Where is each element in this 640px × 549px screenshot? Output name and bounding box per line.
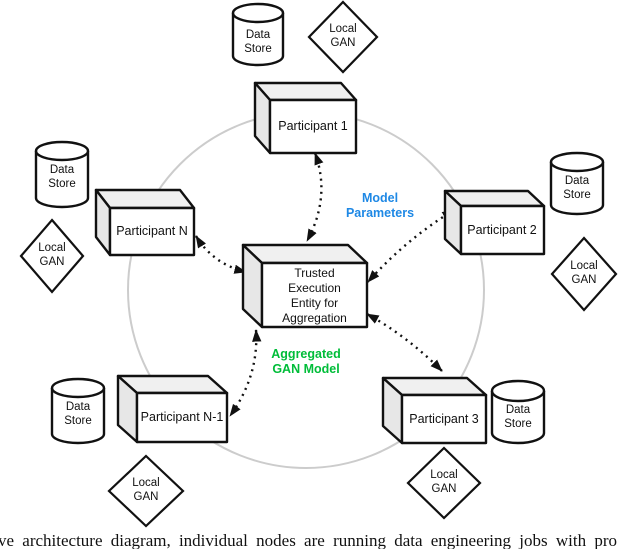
arrow-center-participant3	[366, 312, 443, 372]
participant-n1-label: Participant N-1	[140, 410, 224, 424]
trusted-execution-entity-cube	[241, 243, 369, 329]
local-gan-label-top: Local GAN	[329, 23, 357, 49]
trusted-execution-entity-label: Trusted Execution Entity for Aggregation	[282, 266, 347, 325]
participant-n1-cube	[116, 374, 229, 444]
arrow-participantN-center	[194, 235, 247, 274]
local-gan-diamond-bottom-left	[107, 454, 185, 528]
participant-3-cube	[381, 376, 488, 445]
participant-2-cube	[443, 189, 546, 256]
participant-n-label: Participant N	[116, 224, 188, 238]
local-gan-label-bottom-right: Local GAN	[430, 469, 458, 495]
aggregated-gan-model-label: Aggregated GAN Model	[271, 347, 341, 376]
data-store-label-left: Data Store	[48, 164, 76, 190]
participant-2-label: Participant 2	[467, 223, 537, 237]
data-store-cylinder-right	[549, 151, 605, 216]
local-gan-label-bottom-left: Local GAN	[132, 477, 160, 503]
arrows	[194, 152, 455, 417]
data-store-label-top: Data Store	[244, 29, 272, 55]
data-store-cylinder-bottom-left	[50, 377, 106, 445]
arrow-participant1-center	[305, 152, 324, 242]
participant-1-cube	[253, 81, 358, 155]
local-gan-label-right: Local GAN	[570, 260, 598, 286]
data-store-cylinder-bottom-right	[490, 379, 546, 445]
local-gan-diamond-top	[307, 0, 379, 74]
figure-caption: ve architecture diagram, individual node…	[0, 531, 617, 549]
data-store-cylinder-left	[34, 140, 90, 209]
local-gan-diamond-left	[19, 218, 85, 294]
data-store-label-bottom-right: Data Store	[504, 404, 532, 430]
arrow-participant2-center	[367, 208, 455, 283]
arrow-center-participantN1	[229, 329, 262, 417]
model-parameters-label: Model Parameters	[345, 191, 415, 220]
local-gan-diamond-right	[550, 236, 618, 312]
local-gan-diamond-bottom-right	[406, 446, 482, 520]
data-store-cylinder-top	[231, 2, 285, 67]
data-store-label-bottom-left: Data Store	[64, 401, 92, 427]
participant-1-label: Participant 1	[278, 119, 348, 133]
data-store-label-right: Data Store	[563, 175, 591, 201]
participant-3-label: Participant 3	[409, 412, 479, 426]
participant-n-cube	[94, 188, 196, 257]
local-gan-label-left: Local GAN	[38, 242, 66, 268]
